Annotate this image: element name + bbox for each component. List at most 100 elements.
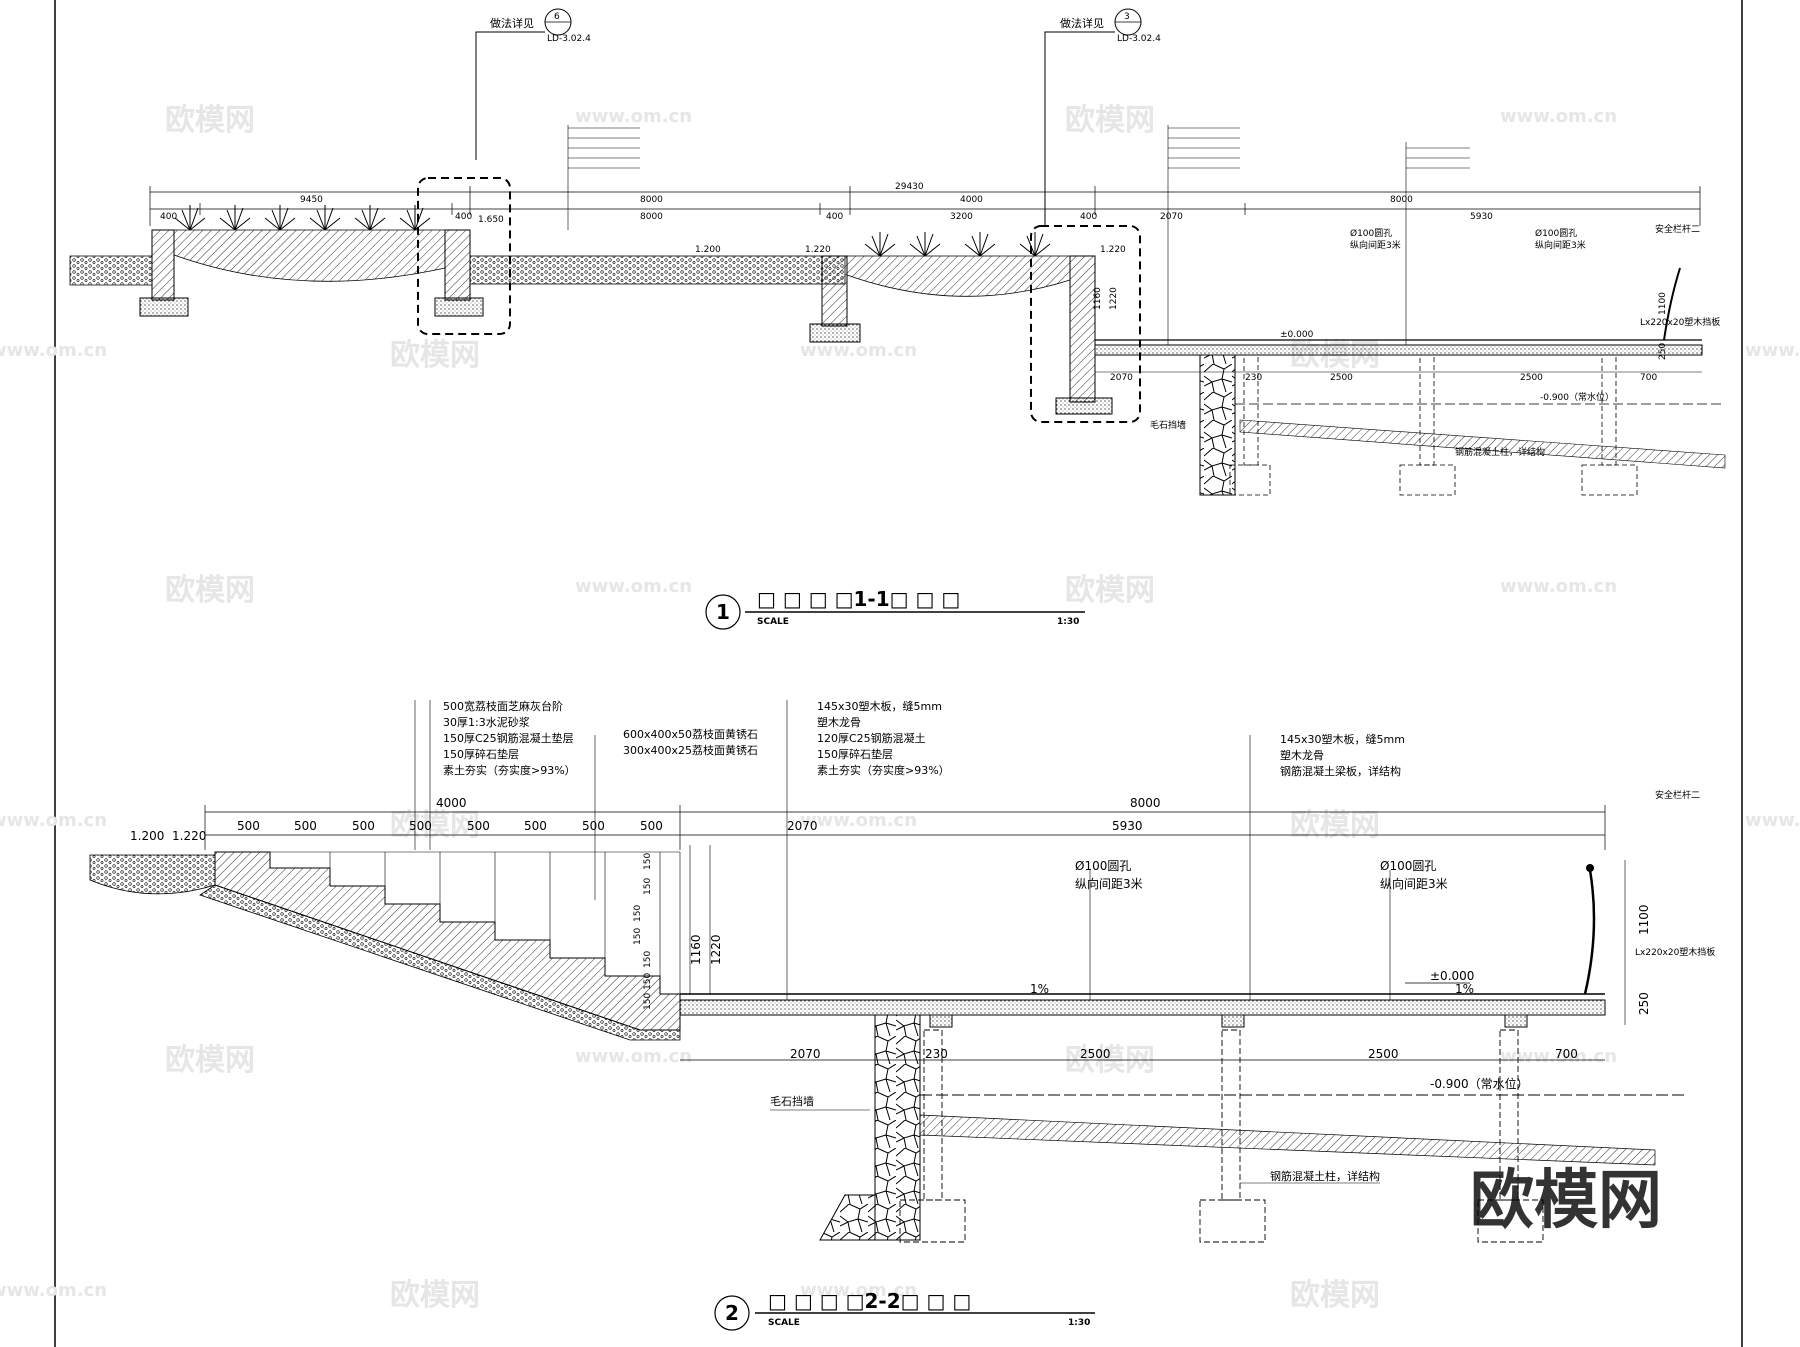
s2-note-deck-2: 塑木龙骨 xyxy=(817,715,861,729)
s2-bed xyxy=(919,1114,1656,1166)
s1-rail: 安全栏杆二 xyxy=(1655,223,1700,235)
callout-detail-b: 做法详见 3 LD-3.02.4 xyxy=(1030,8,1161,423)
watermark-logo: 欧模网 xyxy=(1065,103,1155,138)
s2-title-number: 2 xyxy=(725,1301,739,1325)
s2-stone-wall-base xyxy=(819,1194,876,1241)
watermark-logo: 欧模网 xyxy=(165,1043,255,1078)
s2-bottom-700: 700 xyxy=(1555,1047,1578,1061)
s2-bottom-2500b: 2500 xyxy=(1368,1047,1399,1061)
callout-a-num: 6 xyxy=(554,12,560,22)
watermark-url: www.om.cn xyxy=(575,576,692,597)
s1-title-bubble xyxy=(705,594,741,630)
s1-water-level: -0.900（常水位） xyxy=(1540,391,1614,403)
s2-note-deck2-1: 145x30塑木板，缝5mm xyxy=(1280,732,1405,746)
watermark-url: www.om.cn xyxy=(800,810,917,831)
s2-note-deck2-2: 塑木龙骨 xyxy=(1280,748,1324,762)
s2-step-4: 500 xyxy=(409,819,432,833)
s1-side-250: 250 xyxy=(1658,343,1668,360)
s2-height-1220: 1220 xyxy=(709,934,723,965)
s2-riser-6: 150 xyxy=(643,973,653,990)
section-1-1: 做法详见 6 LD-3.02.4 做法详见 3 LD-3.02.4 xyxy=(69,8,1726,630)
s2-board: Lx220x20塑木挡板 xyxy=(1635,946,1715,958)
s2-hole1: Ø100圆孔 xyxy=(1075,859,1131,873)
callout-b-num: 3 xyxy=(1124,12,1130,22)
s2-bottom-2070: 2070 xyxy=(790,1047,821,1061)
s1-dim-8000a: 8000 xyxy=(640,195,663,205)
s2-dim-2070: 2070 xyxy=(787,819,818,833)
s2-scale-label: SCALE xyxy=(768,1318,800,1328)
watermark-url: www.om.cn xyxy=(1745,810,1800,831)
s1-paving-mid xyxy=(469,255,846,285)
watermark-url: www.om.cn xyxy=(0,1280,107,1301)
s2-riser-3: 150 xyxy=(633,905,643,922)
s1-bottom-2070: 2070 xyxy=(1110,373,1133,383)
s2-water-level: -0.900（常水位） xyxy=(1430,1076,1529,1091)
s2-dim-5930: 5930 xyxy=(1112,819,1143,833)
s2-note-deck-5: 素土夯实（夯实度>93%） xyxy=(817,763,950,777)
s2-step-7: 500 xyxy=(582,819,605,833)
s1-planter-wall-left xyxy=(151,229,175,301)
s2-scale-value: 1:30 xyxy=(1068,1318,1090,1328)
s1-dim-5930: 5930 xyxy=(1470,212,1493,222)
s2-dim-8000: 8000 xyxy=(1130,796,1161,810)
s1-side-1160: 1160 xyxy=(1093,287,1103,310)
s2-step-1: 500 xyxy=(237,819,260,833)
watermark-logo: 欧模网 xyxy=(390,1278,480,1313)
s2-note-deck-1: 145x30塑木板，缝5mm xyxy=(817,699,942,713)
s2-hole2: Ø100圆孔 xyxy=(1380,859,1436,873)
watermark-logo: 欧模网 xyxy=(1065,573,1155,608)
s2-ground-left xyxy=(89,854,216,895)
s2-note-left-4: 150厚碎石垫层 xyxy=(443,747,519,761)
s1-dim-400c: 400 xyxy=(826,212,843,222)
watermark-url: www.om.cn xyxy=(800,340,917,361)
s1-dim-4000: 4000 xyxy=(960,195,983,205)
s1-hole1: Ø100圆孔 xyxy=(1350,228,1392,239)
s2-riser-4: 150 xyxy=(633,928,643,945)
watermark-url: www.om.cn xyxy=(800,1280,917,1301)
s2-note-stone-1: 600x400x50荔枝面黄锈石 xyxy=(623,727,758,741)
s1-planter-soil xyxy=(173,229,446,282)
s1-scale-label: SCALE xyxy=(757,617,789,627)
watermark-logo: 欧模网 xyxy=(390,338,480,373)
s2-note-stone-2: 300x400x25荔枝面黄锈石 xyxy=(623,743,758,757)
s2-slope-1: 1% xyxy=(1030,982,1049,996)
s2-note-deck-3: 120厚C25钢筋混凝土 xyxy=(817,731,926,745)
s2-note-left-5: 素土夯实（夯实度>93%） xyxy=(443,763,576,777)
watermark-url: www.om.cn xyxy=(0,810,107,831)
s2-note-left-2: 30厚1:3水泥砂浆 xyxy=(443,715,530,729)
s2-wall-label: 毛石挡墙 xyxy=(770,1094,814,1108)
s1-bed xyxy=(1239,419,1726,469)
s2-steps xyxy=(214,851,681,1031)
s1-deck xyxy=(1094,344,1703,356)
s1-dim-9450: 9450 xyxy=(300,195,323,205)
s1-dim-400b: 400 xyxy=(455,212,472,222)
s1-dim-400d: 400 xyxy=(1080,212,1097,222)
s2-riser-5: 150 xyxy=(643,951,653,968)
s1-bottom-230: 230 xyxy=(1245,373,1262,383)
s1-bottom-2500a: 2500 xyxy=(1330,373,1353,383)
callout-b-ref: LD-3.02.4 xyxy=(1117,34,1161,44)
s1-level-zero: ±0.000 xyxy=(1280,330,1314,340)
watermark-url: www.om.cn xyxy=(1500,106,1617,127)
s2-stone-panel xyxy=(270,851,681,994)
s2-rail: 安全栏杆二 xyxy=(1655,789,1700,801)
s2-note-deck-4: 150厚碎石垫层 xyxy=(817,747,893,761)
section-2-2: 500宽荔枝面芝麻灰台阶 30厚1:3水泥砂浆 150厚C25钢筋混凝土垫层 1… xyxy=(89,699,1715,1331)
s1-dim-29430: 29430 xyxy=(895,182,924,192)
s1-plants-left xyxy=(174,205,431,231)
s2-step-5: 500 xyxy=(467,819,490,833)
s1-dim-3200: 3200 xyxy=(950,212,973,222)
s1-title-number: 1 xyxy=(716,600,730,624)
s1-dim-8000c: 8000 xyxy=(640,212,663,222)
watermark-url: www.om.cn xyxy=(1745,340,1800,361)
watermark-url: www.om.cn xyxy=(1500,576,1617,597)
s1-footing-b xyxy=(1055,397,1113,415)
dims-section1 xyxy=(149,186,1701,226)
s2-note-deck2-3: 钢筋混凝土梁板，详结构 xyxy=(1280,764,1401,778)
s2-step-3: 500 xyxy=(352,819,375,833)
watermark-logo: 欧模网 xyxy=(390,808,480,843)
s1-scale-value: 1:30 xyxy=(1057,617,1079,627)
s1-level-1220b: 1.220 xyxy=(1100,245,1126,255)
s1-wall-mid xyxy=(821,255,848,327)
s1-label-column: 钢筋混凝土柱，详结构 xyxy=(1455,446,1545,458)
